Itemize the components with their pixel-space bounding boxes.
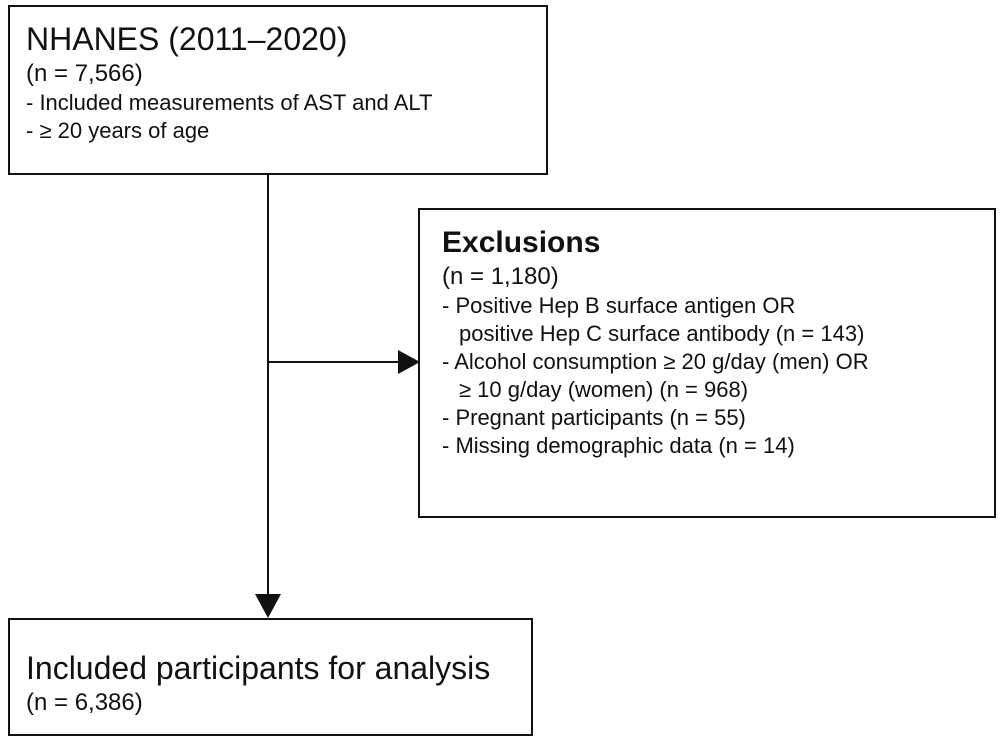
- exclusion-item-line: - Alcohol consumption ≥ 20 g/day (men) O…: [442, 349, 869, 374]
- horizontal-connector: [268, 361, 402, 363]
- exclusion-item-line: - Missing demographic data (n = 14): [442, 433, 795, 458]
- exclusion-item: - Missing demographic data (n = 14): [442, 432, 994, 460]
- exclusions-count: (n = 1,180): [442, 263, 559, 290]
- source-criterion: - Included measurements of AST and ALT: [26, 90, 433, 115]
- exclusion-item: - Pregnant participants (n = 55): [442, 404, 994, 432]
- source-title: NHANES (2011–2020): [26, 21, 348, 57]
- included-participants-box: Included participants for analysis (n = …: [8, 618, 533, 736]
- exclusions-title: Exclusions: [442, 226, 601, 259]
- source-population-box: NHANES (2011–2020) (n = 7,566) - Include…: [8, 5, 548, 175]
- exclusion-item-line: ≥ 10 g/day (women) (n = 968): [459, 377, 749, 402]
- down-arrow-icon: [255, 594, 281, 618]
- exclusion-item-line: - Pregnant participants (n = 55): [442, 405, 746, 430]
- exclusion-item-line: positive Hep C surface antibody (n = 143…: [459, 321, 865, 346]
- included-count: (n = 6,386): [26, 689, 143, 716]
- exclusions-box: Exclusions (n = 1,180) - Positive Hep B …: [418, 208, 996, 518]
- source-count: (n = 7,566): [26, 60, 143, 87]
- source-criterion: - ≥ 20 years of age: [26, 118, 210, 143]
- right-arrow-icon: [398, 350, 420, 374]
- included-title: Included participants for analysis: [26, 650, 491, 686]
- exclusion-item-line: - Positive Hep B surface antigen OR: [442, 293, 796, 318]
- vertical-connector: [267, 175, 269, 595]
- exclusion-item: - Alcohol consumption ≥ 20 g/day (men) O…: [442, 348, 994, 404]
- exclusion-item: - Positive Hep B surface antigen OR posi…: [442, 292, 994, 348]
